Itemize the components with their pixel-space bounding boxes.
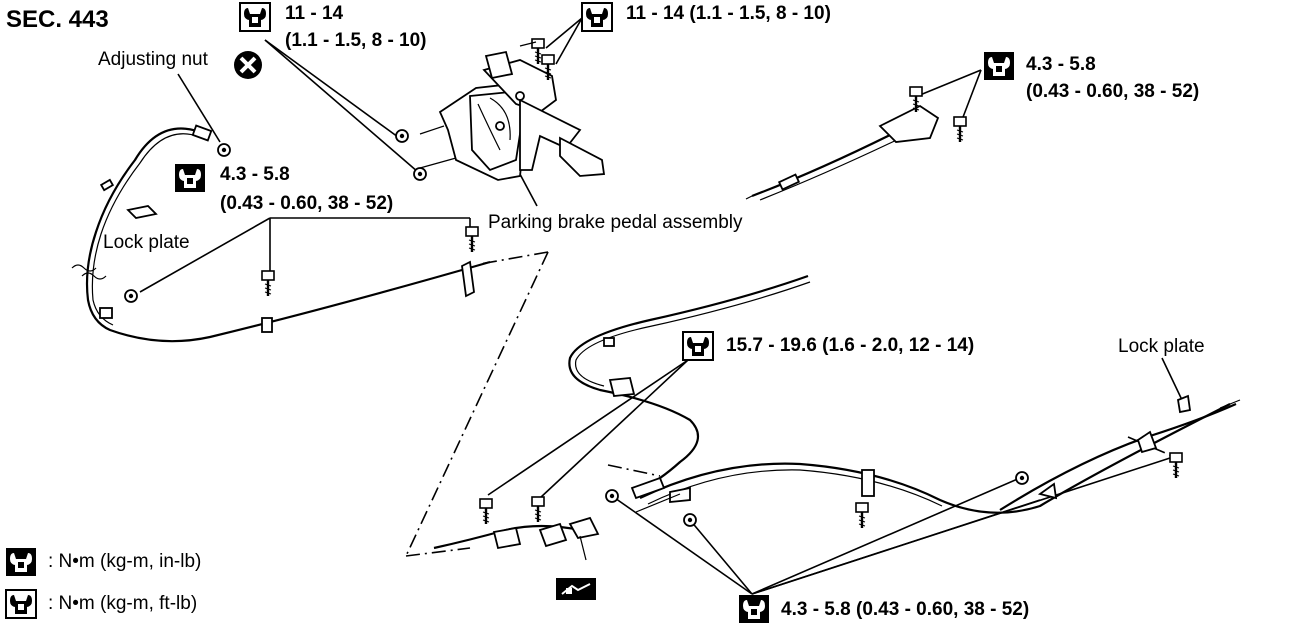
parking-brake-pedal-assembly	[395, 37, 606, 181]
torque-left-mid-line1: 4.3 - 5.8	[220, 164, 290, 185]
grease-icon	[556, 578, 596, 600]
torque-inlb-icon	[984, 52, 1014, 80]
label-lock-plate-right: Lock plate	[1118, 336, 1205, 357]
legend-inlb-text: : N•m (kg-m, in-lb)	[48, 551, 201, 572]
do-not-reuse-icon	[234, 51, 262, 79]
torque-top-center: 11 - 14 (1.1 - 1.5, 8 - 10)	[626, 3, 831, 24]
torque-top-right-line1: 4.3 - 5.8	[1026, 54, 1096, 75]
leader-lines	[139, 17, 1183, 595]
label-pedal-assembly: Parking brake pedal assembly	[488, 212, 743, 233]
torque-bottom: 4.3 - 5.8 (0.43 - 0.60, 38 - 52)	[781, 599, 1029, 620]
torque-top-left-line2: (1.1 - 1.5, 8 - 10)	[285, 30, 427, 51]
torque-inlb-icon	[739, 595, 769, 623]
torque-top-left-line1: 11 - 14	[285, 3, 344, 24]
label-lock-plate-left: Lock plate	[103, 232, 190, 253]
torque-left-mid-line2: (0.43 - 0.60, 38 - 52)	[220, 193, 393, 214]
torque-ftlb-icon	[239, 2, 271, 32]
legend-ftlb-text: : N•m (kg-m, ft-lb)	[48, 593, 197, 614]
torque-center: 15.7 - 19.6 (1.6 - 2.0, 12 - 14)	[726, 335, 974, 356]
connection-lines	[405, 251, 1171, 557]
front-cable	[71, 124, 491, 343]
torque-ftlb-icon	[581, 2, 613, 32]
torque-top-right-line2: (0.43 - 0.60, 38 - 52)	[1026, 81, 1199, 102]
section-title: SEC. 443	[6, 6, 109, 33]
torque-ftlb-icon	[682, 331, 714, 361]
label-adjusting-nut: Adjusting nut	[98, 49, 209, 70]
legend-inlb-icon	[6, 548, 36, 576]
legend-ftlb-icon	[5, 589, 37, 619]
rear-cable-assembly	[433, 274, 1241, 561]
torque-inlb-icon	[175, 164, 205, 192]
upper-right-cable	[745, 85, 968, 201]
